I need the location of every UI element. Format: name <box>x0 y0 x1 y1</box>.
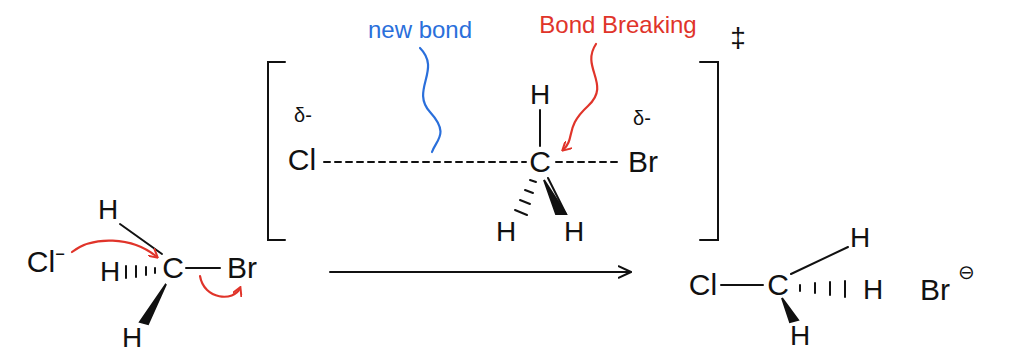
atom-symbol: Cl <box>288 145 316 175</box>
atom-symbol: C <box>162 253 184 283</box>
bond <box>120 224 162 254</box>
atom-symbol: H <box>496 218 516 246</box>
bond <box>186 267 220 269</box>
callout-text: Bond Breaking <box>539 13 696 37</box>
bracket <box>700 62 718 240</box>
atom-symbol: H <box>530 81 550 109</box>
atom-symbol: Br <box>227 253 257 283</box>
partial-charge: δ- <box>633 108 651 128</box>
charge-symbol: ⊖ <box>958 262 975 282</box>
bond <box>791 247 848 274</box>
partial-charge: δ- <box>294 105 312 125</box>
atom-symbol: H <box>863 276 883 304</box>
atom-symbol: Br <box>628 147 658 177</box>
callout-text: new bond <box>368 18 472 42</box>
hashed-wedge <box>126 266 155 278</box>
partial-bond <box>556 161 618 163</box>
atom-symbol: C <box>767 270 789 300</box>
wedge <box>140 284 166 324</box>
partial-bond <box>324 161 526 163</box>
atom-symbol: Br <box>920 275 950 305</box>
reaction-arrow <box>330 271 630 273</box>
atom-symbol: H <box>100 258 120 286</box>
atom-symbol: H <box>564 218 584 246</box>
bracket <box>268 62 285 240</box>
atom-symbol: H <box>850 224 870 252</box>
atom-symbol: Cl⁻ <box>27 247 65 277</box>
leader-line <box>563 44 597 150</box>
atom-symbol: H <box>122 324 142 352</box>
wedge <box>544 180 566 214</box>
bond <box>539 110 541 146</box>
electron-arrow <box>72 241 157 257</box>
transition-state-mark: ‡ <box>730 24 746 52</box>
atom-symbol: H <box>98 196 118 224</box>
atom-symbol: C <box>529 147 551 177</box>
wedge <box>782 298 798 322</box>
atom-symbol: Cl <box>689 270 717 300</box>
atom-symbol: H <box>790 322 810 350</box>
leader-line <box>420 48 440 152</box>
bond <box>721 284 763 286</box>
hashed-wedge <box>515 180 536 215</box>
hashed-wedge <box>800 281 845 297</box>
